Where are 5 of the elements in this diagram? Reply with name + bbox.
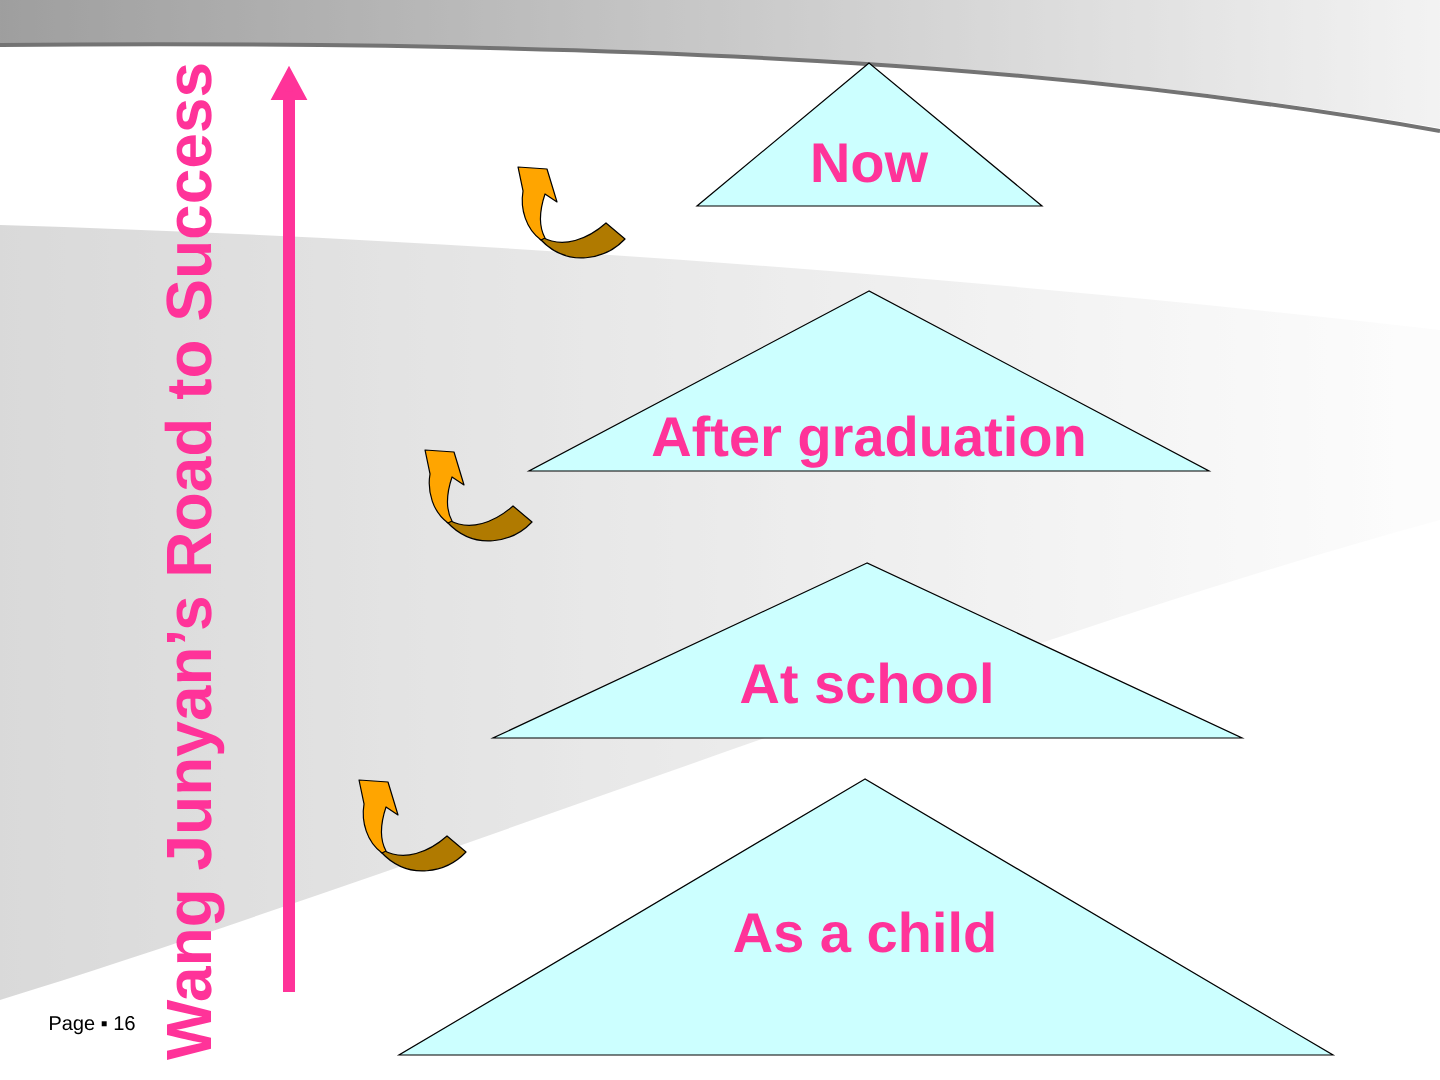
page-number: Page ▪ 16 (50, 1016, 135, 1035)
curved-arrow (517, 166, 626, 259)
title: Wang Junyan’s Road to Success (164, 64, 225, 1060)
curved-arrow (358, 779, 467, 872)
curved-arrow (424, 449, 533, 542)
